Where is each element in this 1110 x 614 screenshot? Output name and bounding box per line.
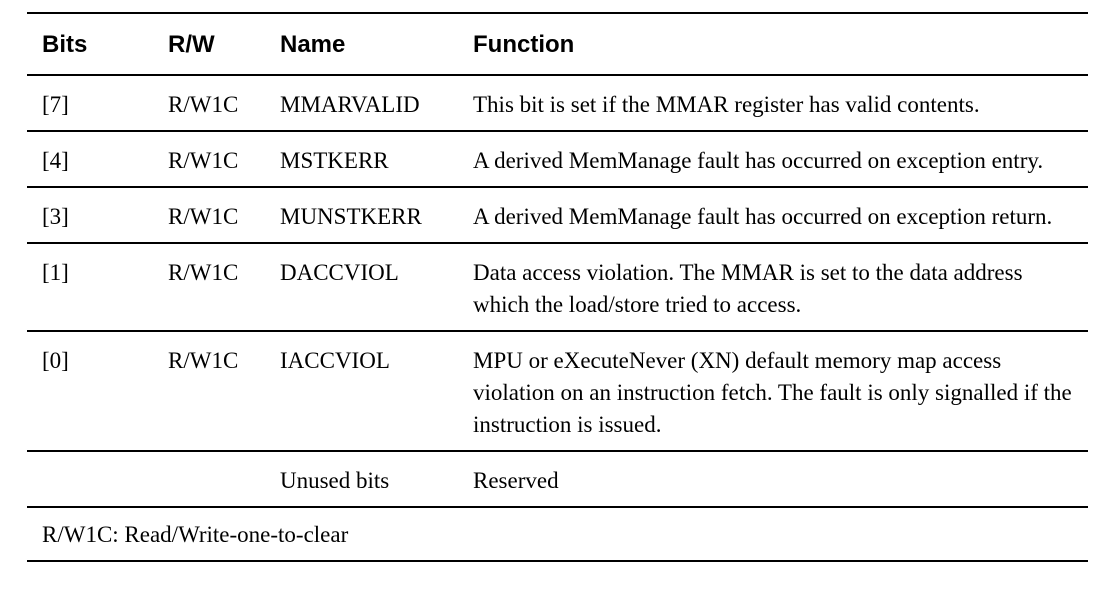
function-cell: Reserved — [473, 468, 559, 493]
function-cell: A derived MemManage fault has occurred o… — [473, 148, 1044, 173]
rw-cell: R/W1C — [168, 204, 239, 229]
table-footnote-row: R/W1C: Read/Write-one-to-clear — [27, 508, 1088, 562]
bits-cell: [3] — [42, 204, 69, 229]
function-cell: Data access violation. The MMAR is set t… — [473, 260, 1023, 317]
table-row: [0] R/W1C IACCVIOL MPU or eXecuteNever (… — [27, 332, 1088, 452]
column-header-name: Name — [280, 31, 346, 58]
table-row: Unused bits Reserved — [27, 452, 1088, 508]
bits-cell: [7] — [42, 92, 69, 117]
footnote-text: R/W1C: Read/Write-one-to-clear — [42, 522, 349, 547]
name-cell: MSTKERR — [280, 148, 389, 173]
name-cell: IACCVIOL — [280, 348, 390, 373]
column-header-rw: R/W — [168, 31, 215, 58]
table-row: [7] R/W1C MMARVALID This bit is set if t… — [27, 76, 1088, 132]
rw-cell: R/W1C — [168, 92, 239, 117]
function-cell: A derived MemManage fault has occurred o… — [473, 204, 1053, 229]
rw-cell: R/W1C — [168, 148, 239, 173]
name-cell: MMARVALID — [280, 92, 420, 117]
column-header-bits: Bits — [42, 31, 88, 58]
table-header-row: Bits R/W Name Function — [27, 14, 1088, 76]
name-cell: MUNSTKERR — [280, 204, 422, 229]
column-header-function: Function — [473, 31, 575, 58]
name-cell: Unused bits — [280, 468, 390, 493]
function-cell: This bit is set if the MMAR register has… — [473, 92, 980, 117]
rw-cell — [168, 452, 280, 506]
table-row: [1] R/W1C DACCVIOL Data access violation… — [27, 244, 1088, 332]
name-cell: DACCVIOL — [280, 260, 399, 285]
rw-cell: R/W1C — [168, 348, 239, 373]
bits-cell — [27, 452, 168, 506]
function-cell: MPU or eXecuteNever (XN) default memory … — [473, 348, 1072, 437]
bits-cell: [1] — [42, 260, 69, 285]
table-row: [4] R/W1C MSTKERR A derived MemManage fa… — [27, 132, 1088, 188]
bits-cell: [0] — [42, 348, 69, 373]
rw-cell: R/W1C — [168, 260, 239, 285]
table-row: [3] R/W1C MUNSTKERR A derived MemManage … — [27, 188, 1088, 244]
table-body: [7] R/W1C MMARVALID This bit is set if t… — [27, 76, 1088, 508]
bits-cell: [4] — [42, 148, 69, 173]
register-bit-table: Bits R/W Name Function [7] R/W1C MMARVAL… — [27, 12, 1088, 562]
